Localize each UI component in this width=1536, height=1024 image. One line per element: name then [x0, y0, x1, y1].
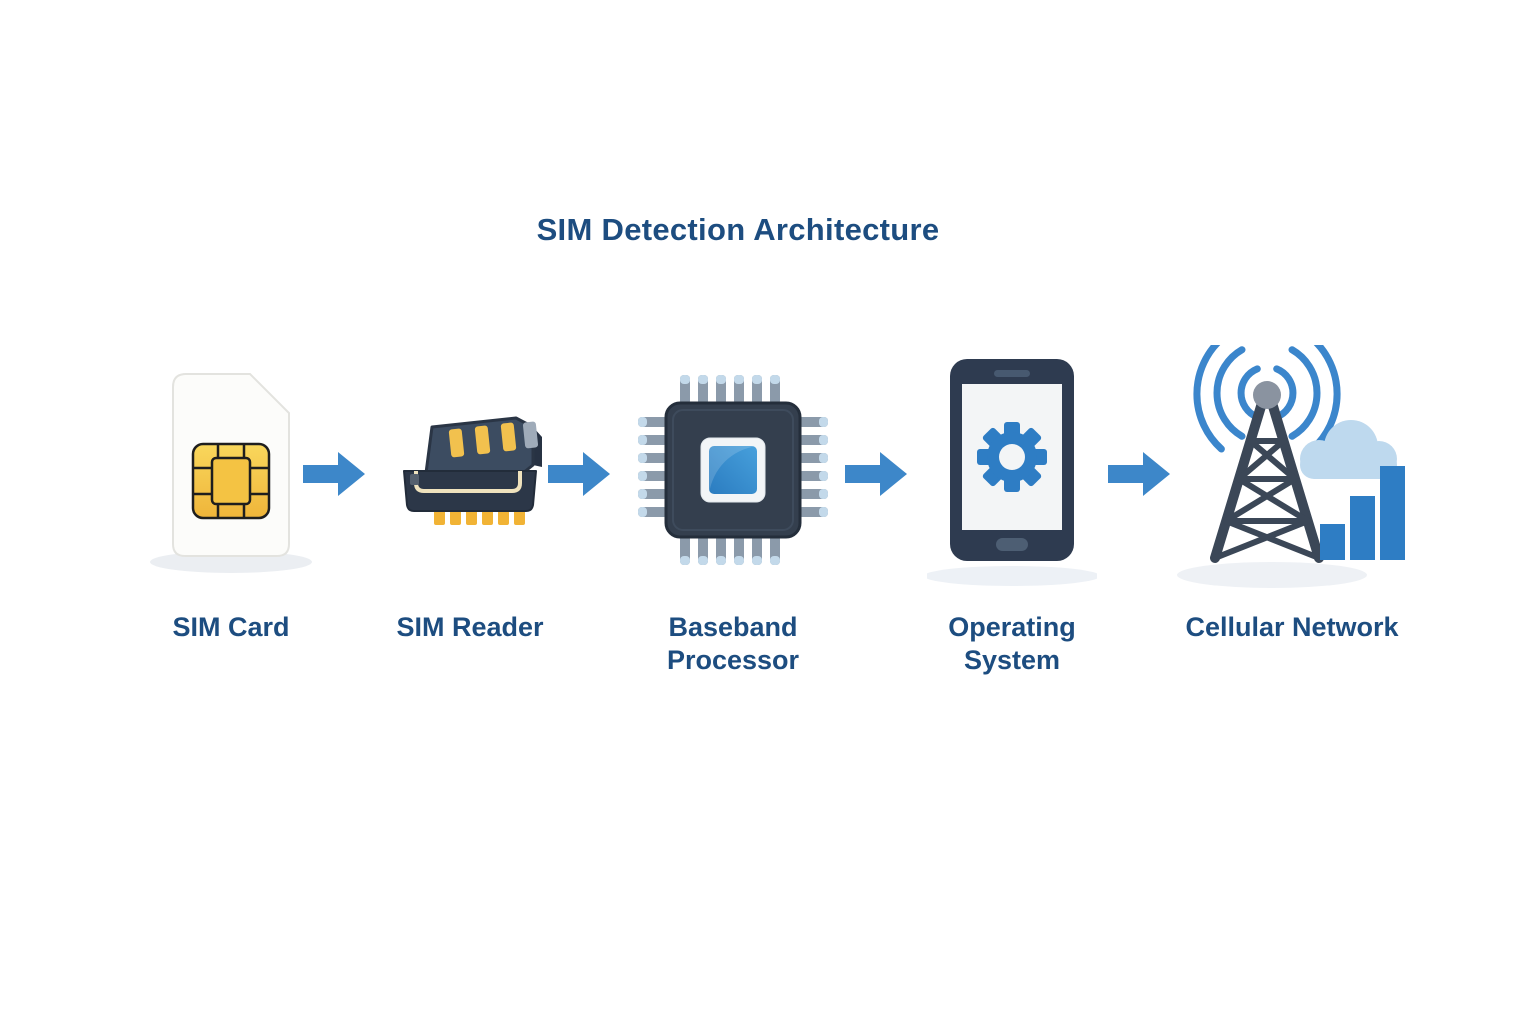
arrow-right-icon [548, 452, 610, 496]
operating-system-icon [927, 345, 1097, 595]
stage-label-baseband-processor: Baseband Processor [666, 612, 800, 675]
stage-cellular-network: Cellular Network [1147, 345, 1437, 644]
signal-bars-icon [1320, 466, 1405, 560]
arrow-right-icon [845, 452, 907, 496]
sim-card-icon [146, 345, 316, 595]
gear-icon [977, 421, 1047, 492]
diagram-title: SIM Detection Architecture [536, 212, 940, 247]
stage-label-cellular-network: Cellular Network [1185, 612, 1399, 642]
stage-label-operating-system: Operating System [948, 612, 1076, 675]
baseband-processor-icon [628, 345, 838, 595]
tower-icon [1210, 381, 1324, 563]
radio-waves-icon [1193, 345, 1341, 453]
cloud-icon [1300, 420, 1397, 479]
stage-label-sim-reader: SIM Reader [396, 612, 544, 642]
chip-pins [638, 375, 828, 565]
stage-baseband-processor: Baseband Processor [603, 345, 863, 677]
sim-reader-icon [390, 345, 550, 595]
stage-sim-card: SIM Card [101, 345, 361, 644]
stage-label-sim-card: SIM Card [172, 612, 290, 642]
stage-sim-reader: SIM Reader [340, 345, 600, 644]
stage-operating-system: Operating System [882, 345, 1142, 677]
home-button [996, 537, 1028, 551]
speaker-slot [994, 369, 1030, 377]
arrow-right-icon [303, 452, 365, 496]
arrow-right-icon [1108, 452, 1170, 496]
cellular-network-icon [1167, 345, 1417, 595]
